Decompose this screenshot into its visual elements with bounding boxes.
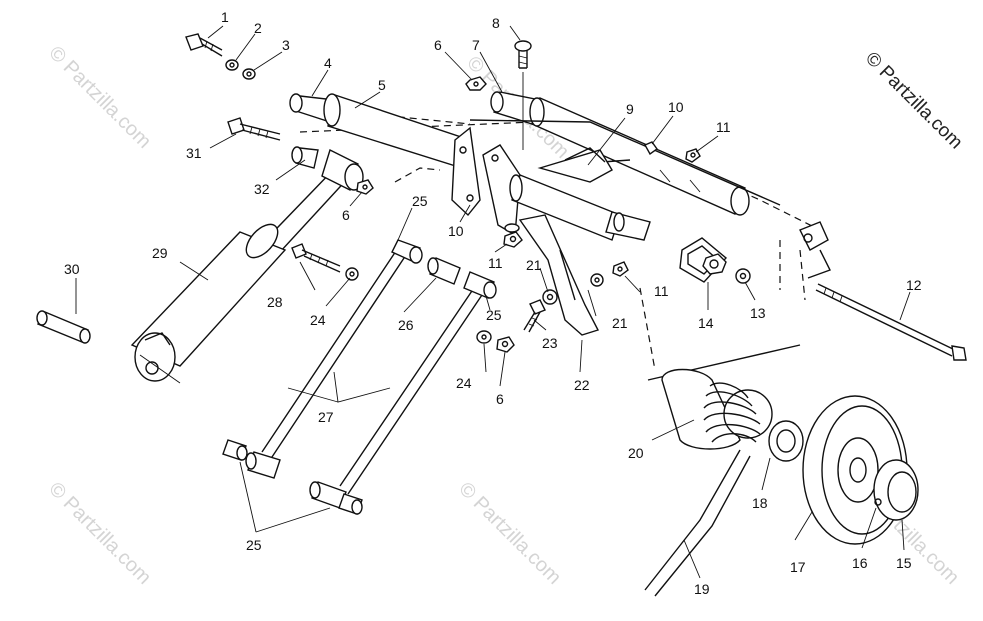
torsion-spring-20 xyxy=(644,344,801,597)
bolt-1-washers xyxy=(185,33,256,80)
callout-10-mid: 10 xyxy=(448,223,464,239)
callout-25-top: 25 xyxy=(412,193,428,209)
callout-24-right: 24 xyxy=(456,375,472,391)
callout-6-bottom: 6 xyxy=(496,391,504,407)
callout-25-bottom: 25 xyxy=(246,537,262,553)
nut-6-mid xyxy=(356,179,374,195)
callout-31: 31 xyxy=(186,145,202,161)
callout-labels: 1 2 3 4 5 6 7 8 9 10 11 31 32 6 25 10 11… xyxy=(64,9,922,597)
hardware-right xyxy=(590,141,751,287)
callout-10-top: 10 xyxy=(668,99,684,115)
callout-23: 23 xyxy=(542,335,558,351)
bolt-28-washer xyxy=(291,243,359,281)
scissor-links-27 xyxy=(222,239,497,515)
callout-21-left: 21 xyxy=(526,257,542,273)
nut-11-center xyxy=(503,223,523,248)
hub-15 xyxy=(873,459,919,521)
callout-19: 19 xyxy=(694,581,710,597)
callout-7: 7 xyxy=(472,37,480,53)
callout-17: 17 xyxy=(790,559,806,575)
callout-20: 20 xyxy=(628,445,644,461)
rod-30 xyxy=(36,310,91,344)
bolt-31 xyxy=(227,117,281,141)
front-cross-shaft xyxy=(289,93,471,169)
bolt-23-washer xyxy=(523,289,558,333)
callout-9: 9 xyxy=(626,101,634,117)
shock-absorber xyxy=(130,167,351,384)
callout-6-top: 6 xyxy=(434,37,442,53)
callout-1: 1 xyxy=(221,9,229,25)
callout-27: 27 xyxy=(318,409,334,425)
callout-6-mid: 6 xyxy=(342,207,350,223)
callout-13: 13 xyxy=(750,305,766,321)
callout-18: 18 xyxy=(752,495,768,511)
callout-3: 3 xyxy=(282,37,290,53)
callout-11-top: 11 xyxy=(716,119,731,135)
carriage-bolt-8 xyxy=(514,40,532,150)
callout-30: 30 xyxy=(64,261,80,277)
callout-16: 16 xyxy=(852,555,868,571)
callout-26: 26 xyxy=(398,317,414,333)
callout-2: 2 xyxy=(254,20,262,36)
callout-22: 22 xyxy=(574,377,590,393)
callout-4: 4 xyxy=(324,55,332,71)
upper-shock-bushing xyxy=(291,146,364,191)
callout-11-mid: 11 xyxy=(488,255,503,271)
callout-24-left: 24 xyxy=(310,312,326,328)
pivot-bracket xyxy=(451,126,521,237)
callout-5: 5 xyxy=(378,77,386,93)
callout-11-right: 11 xyxy=(654,283,669,299)
callout-8: 8 xyxy=(492,15,500,31)
washer-nut-lower xyxy=(476,330,515,353)
rear-cross-shaft xyxy=(490,91,750,216)
nut-6-top xyxy=(465,76,487,91)
callout-25-mid: 25 xyxy=(486,307,502,323)
long-bolt-12 xyxy=(815,283,967,361)
adjuster-bracket-14 xyxy=(679,237,728,283)
callout-28: 28 xyxy=(267,294,283,310)
washer-18 xyxy=(768,420,804,462)
rear-mount-bracket xyxy=(799,221,831,279)
callout-32: 32 xyxy=(254,181,270,197)
callout-14: 14 xyxy=(698,315,714,331)
leader-lines xyxy=(75,25,911,579)
limiter-strap xyxy=(518,214,600,336)
callout-29: 29 xyxy=(152,245,168,261)
callout-12: 12 xyxy=(906,277,922,293)
callout-21-right: 21 xyxy=(612,315,628,331)
callout-15: 15 xyxy=(896,555,912,571)
